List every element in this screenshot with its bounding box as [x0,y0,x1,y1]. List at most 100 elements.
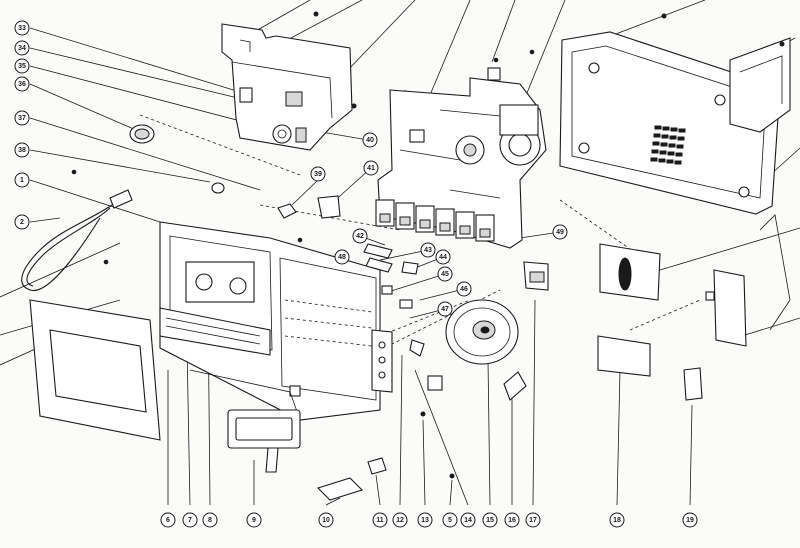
callout-circle [334,249,350,265]
callout-label: 18 [613,517,621,524]
callout-label: 37 [18,115,26,122]
callout-circle [552,224,568,240]
callout-circle [437,301,453,317]
callout-label: 38 [18,147,26,154]
callout-circle [609,512,625,528]
callout-33: 33 [14,20,30,36]
callout-label: 13 [421,517,429,524]
callout-47: 47 [437,301,453,317]
callout-5: 5 [442,512,458,528]
callout-11: 11 [372,512,388,528]
callout-label: 48 [338,254,346,261]
callout-35: 35 [14,58,30,74]
callout-circle [352,228,368,244]
callout-label: 45 [441,271,449,278]
callout-circle [420,242,436,258]
callout-label: 42 [356,233,364,240]
callout-circle [14,172,30,188]
cabinet-vents [650,125,686,165]
callout-12: 12 [392,512,408,528]
knob-part [71,124,155,175]
callout-19: 19 [682,512,698,528]
callout-label: 35 [18,63,26,70]
callout-label: 47 [441,306,449,313]
callout-label: 7 [188,517,192,524]
callout-9: 9 [246,512,262,528]
callout-label: 15 [486,517,494,524]
callout-label: 36 [18,81,26,88]
callout-label: 6 [166,517,170,524]
callout-label: 49 [556,229,564,236]
callout-38: 38 [14,142,30,158]
callout-18: 18 [609,512,625,528]
callout-label: 44 [439,254,447,261]
callout-label: 14 [464,517,472,524]
callout-label: 11 [376,517,384,524]
callout-label: 10 [322,517,330,524]
callout-circle [437,266,453,282]
callout-label: 41 [367,165,375,172]
callout-circle [372,512,388,528]
callout-1: 1 [14,172,30,188]
callout-36: 36 [14,76,30,92]
callout-label: 17 [529,517,537,524]
callout-circle [202,512,218,528]
callout-label: 33 [18,25,26,32]
callout-2: 2 [14,214,30,230]
callout-circle [525,512,541,528]
callout-circle [246,512,262,528]
callout-17: 17 [525,512,541,528]
callout-label: 40 [366,137,374,144]
callout-41: 41 [363,160,379,176]
callout-label: 34 [18,45,26,52]
callout-7: 7 [182,512,198,528]
callout-circle [362,132,378,148]
callout-40: 40 [362,132,378,148]
callout-circle [363,160,379,176]
callout-circle [14,142,30,158]
callout-43: 43 [420,242,436,258]
small-brackets [277,195,419,309]
callout-34: 34 [14,40,30,56]
rear-cabinet [559,13,791,215]
callout-label: 5 [448,517,452,524]
callout-circle [14,214,30,230]
callout-circle [435,249,451,265]
callout-39: 39 [310,166,326,182]
callout-label: 39 [314,171,322,178]
callout-label: 46 [460,286,468,293]
callout-circle [310,166,326,182]
callout-circle [460,512,476,528]
callout-label: 19 [686,517,694,524]
leader-lines [0,0,800,506]
callout-14: 14 [460,512,476,528]
speaker [409,261,549,401]
callout-37: 37 [14,110,30,126]
callout-15: 15 [482,512,498,528]
callout-16: 16 [504,512,520,528]
callout-42: 42 [352,228,368,244]
callout-circle [318,512,334,528]
callout-10: 10 [318,512,334,528]
callout-44: 44 [435,249,451,265]
callout-circle [482,512,498,528]
callout-circle [456,281,472,297]
callout-label: 8 [208,517,212,524]
callout-circle [14,40,30,56]
callout-13: 13 [417,512,433,528]
callout-label: 1 [20,177,24,184]
callout-circle [504,512,520,528]
callout-circle [14,76,30,92]
callout-circle [417,512,433,528]
earphone-cable [21,182,225,291]
callout-circle [182,512,198,528]
callout-label: 16 [508,517,516,524]
mounting-bracket [221,11,357,151]
tape-mechanism [375,49,547,249]
callout-circle [14,58,30,74]
callout-label: 2 [20,219,24,226]
callout-8: 8 [202,512,218,528]
callout-label: 9 [252,517,256,524]
